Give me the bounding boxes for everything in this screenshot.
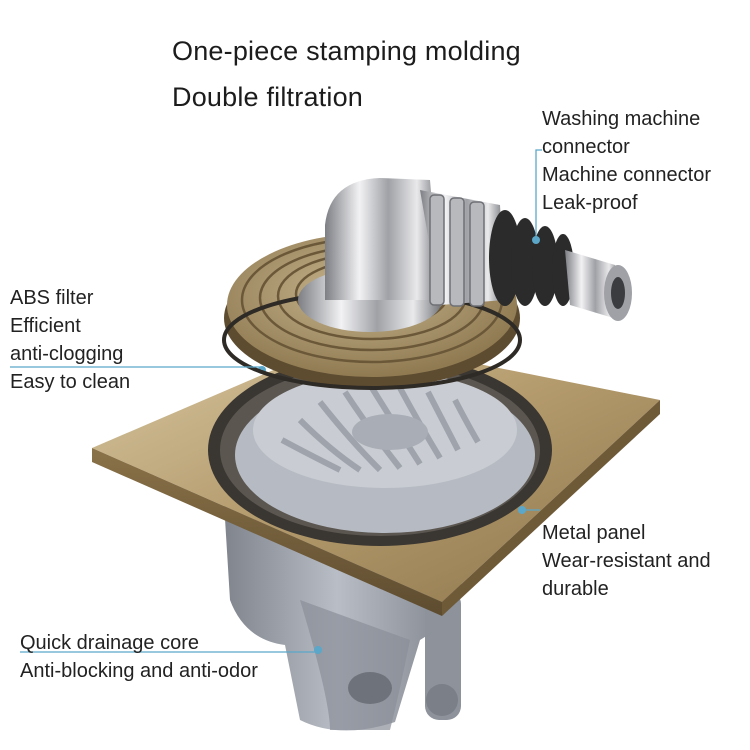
callout-text: Leak-proof bbox=[542, 192, 638, 214]
callout-text: Easy to clean bbox=[10, 371, 131, 393]
abs-filter bbox=[235, 366, 535, 533]
headline-line-1: One-piece stamping molding bbox=[172, 36, 521, 66]
callout-line-core bbox=[20, 650, 319, 653]
panel-callout: Metal panel Wear-resistant and durable bbox=[542, 519, 711, 603]
callout-text: connector bbox=[542, 136, 630, 158]
connector-callout: Washing machine connector Machine connec… bbox=[542, 105, 711, 217]
washing-machine-connector bbox=[298, 178, 632, 332]
callout-lines bbox=[10, 149, 542, 653]
filter-callout: ABS filter Efficient anti-clogging Easy … bbox=[10, 284, 130, 396]
callout-line-filter bbox=[10, 366, 263, 370]
callout-text: Anti-blocking and anti-odor bbox=[20, 660, 258, 682]
callout-line-connector bbox=[535, 149, 542, 240]
callout-text: durable bbox=[542, 578, 609, 600]
headline-line-2: Double filtration bbox=[172, 82, 364, 112]
core-callout: Quick drainage core Anti-blocking and an… bbox=[20, 629, 258, 685]
callout-text: Efficient bbox=[10, 315, 81, 337]
callout-text: Metal panel bbox=[542, 522, 646, 544]
callout-text: ABS filter bbox=[10, 287, 94, 309]
callout-text: Machine connector bbox=[542, 164, 711, 186]
callout-text: Quick drainage core bbox=[20, 632, 199, 654]
callout-text: Washing machine bbox=[542, 108, 701, 130]
callout-text: anti-clogging bbox=[10, 343, 124, 365]
callout-text: Wear-resistant and bbox=[542, 550, 711, 572]
